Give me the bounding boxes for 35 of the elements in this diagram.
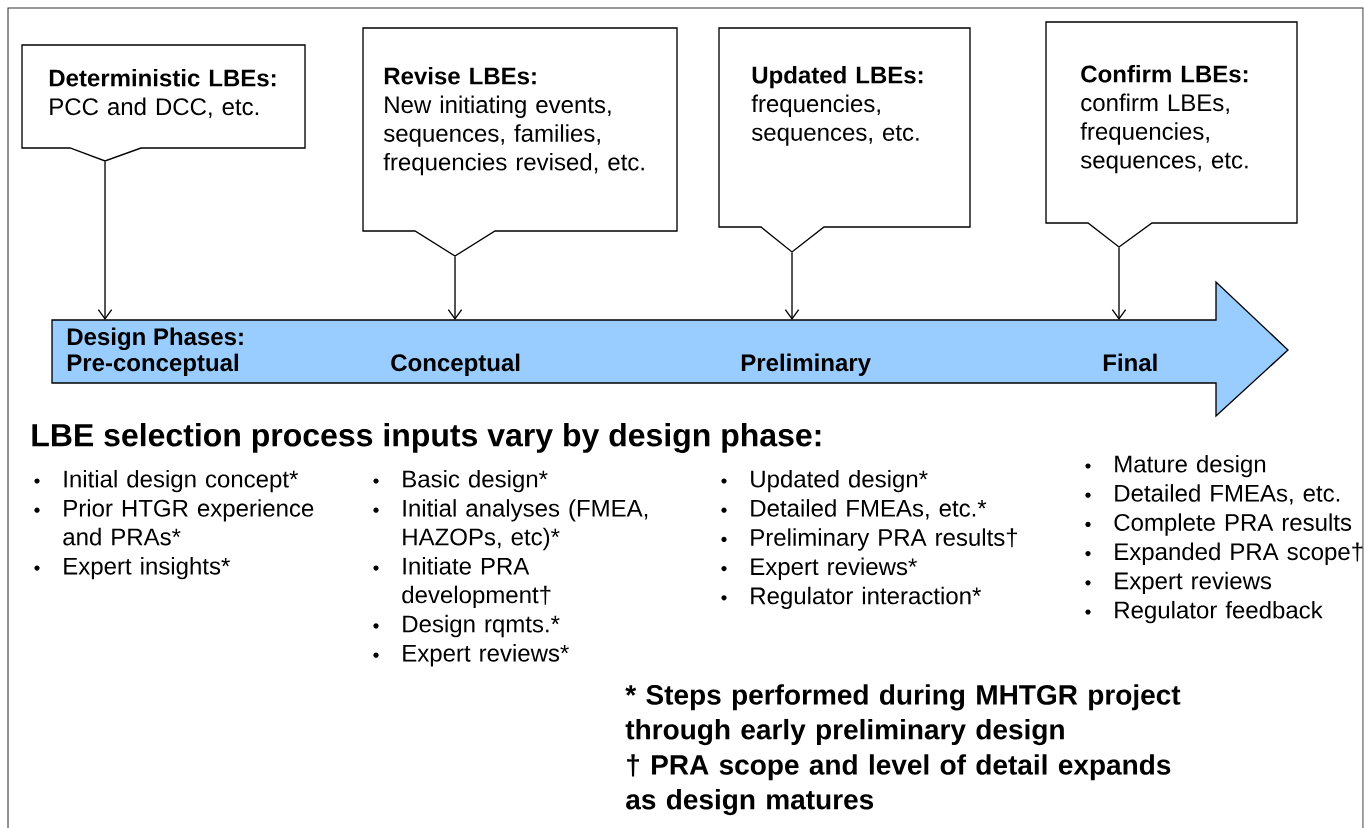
arrow xyxy=(784,251,800,320)
bullet-item: Expert reviews* xyxy=(403,644,569,667)
bullet-item: Updated design* xyxy=(751,469,928,493)
callout-box: Updated LBEs: frequencies, sequences, etc. xyxy=(718,27,971,253)
callout-box: Confirm LBEs: confirm LBEs, frequencies, sequences, etc. xyxy=(1045,21,1298,248)
callout-box: Deterministic LBEs: PCC and DCC, etc. xyxy=(21,44,306,162)
bullet-item: Expert reviews* xyxy=(751,557,917,580)
bullet-item: Basic design* xyxy=(403,469,548,493)
footnote: * Steps performed during MHTGR project through early preliminary design xyxy=(625,684,1181,746)
bullet-item: Expanded PRA scope† xyxy=(1115,542,1363,565)
arrow xyxy=(1111,246,1127,320)
bullet-item: Prior HTGR experience and PRAs* xyxy=(63,499,314,546)
callout-box: Revise LBEs: New initiating events, sequences, families, frequencies revised, etc. xyxy=(362,27,678,257)
bullet-item: Design rqmts.* xyxy=(403,614,560,638)
phase-label: Conceptual xyxy=(391,353,520,376)
bullet-item: Expert insights* xyxy=(64,557,230,580)
phase-label: Final xyxy=(1103,353,1157,372)
bullet-item: Complete PRA results xyxy=(1114,513,1352,536)
bullet-item: Detailed FMEAs, etc.* xyxy=(751,499,987,520)
bullet-item: Initiate PRA development† xyxy=(402,557,551,609)
bullet-item: Initial analyses (FMEA, HAZOPs, etc)* xyxy=(403,499,648,551)
bullet-item: Initial design concept* xyxy=(64,469,298,493)
arrow xyxy=(97,160,113,320)
bullet-item: Preliminary PRA results† xyxy=(751,528,1018,551)
phase-arrow xyxy=(51,280,1289,418)
bullet-item: Expert reviews xyxy=(1115,571,1272,595)
bullet-item: Mature design xyxy=(1115,454,1266,478)
phase-label: Pre-conceptual xyxy=(67,353,238,376)
bullet-item: Detailed FMEAs, etc. xyxy=(1115,484,1340,505)
phase-label: Design Phases: xyxy=(67,327,243,351)
arrow xyxy=(447,255,463,320)
phase-label: Preliminary xyxy=(741,353,871,376)
bullet-item: Regulator feedback xyxy=(1115,600,1323,624)
bullet-item: Regulator interaction* xyxy=(751,586,981,610)
footnote: † PRA scope and level of detail expands as design matures xyxy=(626,754,1171,816)
